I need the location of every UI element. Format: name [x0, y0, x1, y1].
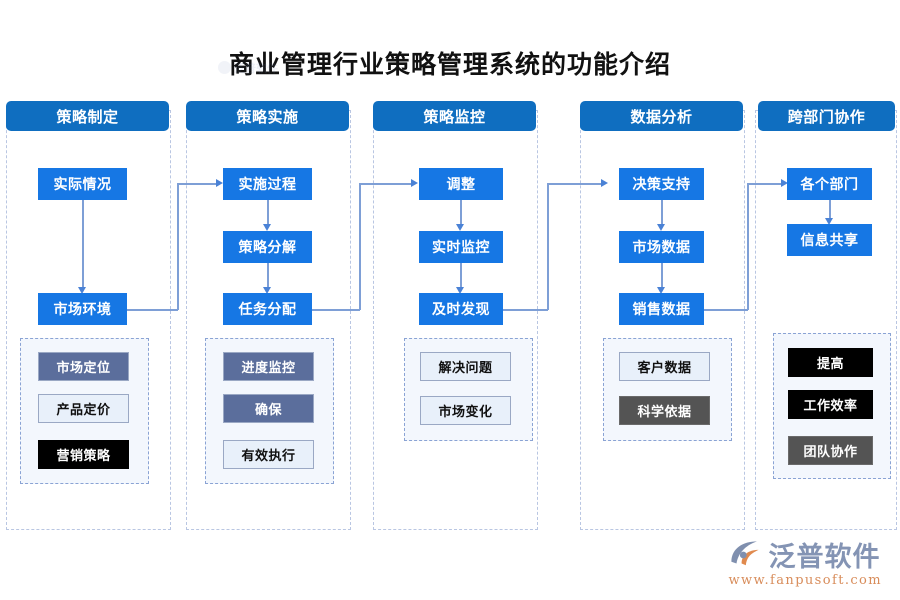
detail-chip-1-3[interactable]: 营销策略	[38, 440, 129, 469]
connector-4-1	[661, 200, 663, 224]
arrow-right-3-to-4	[601, 179, 608, 187]
connector-2-1	[267, 200, 269, 224]
flow-node-4-1[interactable]: 决策支持	[619, 168, 704, 200]
arrow-down-4-2	[657, 287, 665, 294]
arrow-down-2-2	[263, 287, 271, 294]
detail-chip-4-2[interactable]: 科学依据	[619, 396, 710, 425]
flow-node-3-3[interactable]: 及时发现	[419, 293, 503, 325]
column-header-3[interactable]: 策略监控	[373, 101, 536, 131]
connector-4-to-5-h2	[747, 183, 781, 185]
flow-node-4-2[interactable]: 市场数据	[619, 231, 704, 263]
page-title: 商业管理行业策略管理系统的功能介绍	[228, 50, 671, 79]
flow-node-1-2[interactable]: 市场环境	[38, 293, 127, 325]
connector-1-1	[82, 200, 84, 287]
arrow-down-2-1	[263, 224, 271, 231]
detail-chip-5-2[interactable]: 工作效率	[788, 390, 873, 419]
detail-chip-5-3[interactable]: 团队协作	[788, 436, 873, 465]
logo-name: 泛普软件	[768, 542, 881, 573]
arrow-right-4-to-5	[781, 179, 788, 187]
detail-chip-2-1[interactable]: 进度监控	[223, 352, 314, 381]
arrow-down-1-1	[78, 287, 86, 294]
arrow-down-3-2	[456, 287, 464, 294]
connector-2-to-3-h2	[359, 183, 411, 185]
brand-logo: 泛普软件 www.fanpusoft.com	[728, 535, 882, 588]
flow-node-2-3[interactable]: 任务分配	[223, 293, 312, 325]
detail-chip-5-1[interactable]: 提高	[788, 348, 873, 377]
flow-node-4-3[interactable]: 销售数据	[619, 293, 704, 325]
detail-chip-3-1[interactable]: 解决问题	[420, 352, 511, 381]
flow-node-5-2[interactable]: 信息共享	[787, 224, 872, 256]
connector-3-to-4-v	[547, 183, 549, 310]
connector-3-to-4-h1	[503, 309, 548, 311]
logo-url: www.fanpusoft.com	[728, 573, 882, 588]
column-header-2[interactable]: 策略实施	[186, 101, 349, 131]
connector-3-to-4-h2	[547, 183, 601, 185]
column-header-1[interactable]: 策略制定	[6, 101, 169, 131]
flow-node-2-1[interactable]: 实施过程	[223, 168, 312, 200]
detail-chip-3-2[interactable]: 市场变化	[420, 396, 511, 425]
connector-1-to-2-v	[177, 183, 179, 310]
flow-node-3-1[interactable]: 调整	[419, 168, 503, 200]
column-header-4[interactable]: 数据分析	[580, 101, 743, 131]
arrow-down-4-1	[657, 224, 665, 231]
detail-chip-1-2[interactable]: 产品定价	[38, 394, 129, 423]
detail-chip-1-1[interactable]: 市场定位	[38, 352, 129, 381]
connector-1-to-2-h1	[127, 309, 178, 311]
connector-5-1	[829, 200, 831, 218]
connector-1-to-2-h2	[177, 183, 216, 185]
arrow-down-3-1	[456, 224, 464, 231]
arrow-down-5-1	[825, 218, 833, 225]
connector-2-to-3-v	[359, 183, 361, 310]
connector-3-1	[460, 200, 462, 224]
flow-node-1-1[interactable]: 实际情况	[38, 168, 127, 200]
connector-4-2	[661, 263, 663, 287]
connector-4-to-5-h1	[704, 309, 748, 311]
detail-chip-2-3[interactable]: 有效执行	[223, 440, 314, 469]
flow-node-5-1[interactable]: 各个部门	[787, 168, 872, 200]
connector-4-to-5-v	[747, 183, 749, 310]
connector-2-2	[267, 263, 269, 287]
connector-3-2	[460, 263, 462, 287]
fanpu-logo-icon	[731, 540, 760, 565]
column-header-5[interactable]: 跨部门协作	[758, 101, 895, 131]
flow-node-3-2[interactable]: 实时监控	[419, 231, 503, 263]
logo-row: 泛普软件	[728, 535, 882, 574]
arrow-right-2-to-3	[411, 179, 418, 187]
flow-node-2-2[interactable]: 策略分解	[223, 231, 312, 263]
arrow-right-1-to-2	[216, 179, 223, 187]
detail-chip-4-1[interactable]: 客户数据	[619, 352, 710, 381]
connector-2-to-3-h1	[312, 309, 360, 311]
detail-chip-2-2[interactable]: 确保	[223, 394, 314, 423]
